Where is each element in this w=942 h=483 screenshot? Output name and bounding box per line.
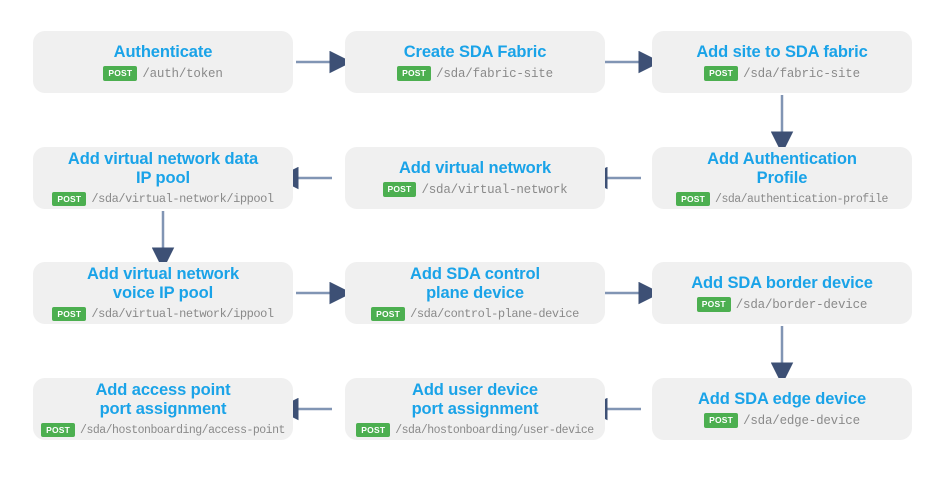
endpoint-path: /sda/edge-device (743, 413, 860, 428)
node-add-sda-control-plane-device[interactable]: Add SDA control plane device POST /sda/c… (345, 262, 605, 324)
http-method-badge: POST (704, 413, 739, 428)
node-title: Add SDA edge device (697, 390, 867, 409)
node-create-sda-fabric[interactable]: Create SDA Fabric POST /sda/fabric-site (345, 31, 605, 93)
http-method-badge: POST (371, 306, 406, 322)
node-add-authentication-profile[interactable]: Add Authentication Profile POST /sda/aut… (652, 147, 912, 209)
endpoint-path: /sda/border-device (735, 297, 868, 312)
node-endpoint: POST /sda/control-plane-device (371, 306, 579, 322)
node-endpoint: POST /sda/edge-device (704, 413, 860, 428)
node-title: Add user device port assignment (411, 380, 539, 418)
node-endpoint: POST /sda/fabric-site (704, 66, 860, 81)
node-add-sda-edge-device[interactable]: Add SDA edge device POST /sda/edge-devic… (652, 378, 912, 440)
http-method-badge: POST (52, 306, 87, 322)
node-add-virtual-network[interactable]: Add virtual network POST /sda/virtual-ne… (345, 147, 605, 209)
node-endpoint: POST /sda/virtual-network/ippool (52, 191, 274, 207)
node-endpoint: POST /sda/authentication-profile (676, 191, 888, 207)
endpoint-path: /sda/virtual-network/ippool (91, 307, 274, 321)
endpoint-path: /sda/fabric-site (436, 66, 553, 81)
node-title: Create SDA Fabric (403, 43, 547, 62)
http-method-badge: POST (676, 191, 711, 207)
node-title: Add access point port assignment (95, 380, 231, 418)
node-add-site-to-sda-fabric[interactable]: Add site to SDA fabric POST /sda/fabric-… (652, 31, 912, 93)
node-endpoint: POST /sda/virtual-network (382, 182, 568, 197)
node-title: Add virtual network data IP pool (67, 149, 259, 187)
node-add-virtual-network-data-ip-pool[interactable]: Add virtual network data IP pool POST /s… (33, 147, 293, 209)
endpoint-path: /sda/control-plane-device (410, 307, 579, 321)
node-title: Authenticate (113, 43, 213, 62)
endpoint-path: /sda/virtual-network/ippool (91, 192, 274, 206)
http-method-badge: POST (356, 422, 391, 438)
node-add-user-device-port-assignment[interactable]: Add user device port assignment POST /sd… (345, 378, 605, 440)
node-endpoint: POST /sda/hostonboarding/access-point (41, 422, 285, 438)
node-add-virtual-network-voice-ip-pool[interactable]: Add virtual network voice IP pool POST /… (33, 262, 293, 324)
node-title: Add SDA control plane device (410, 264, 540, 302)
node-authenticate[interactable]: Authenticate POST /auth/token (33, 31, 293, 93)
node-endpoint: POST /sda/hostonboarding/user-device (356, 422, 594, 438)
endpoint-path: /sda/virtual-network (421, 182, 568, 197)
http-method-badge: POST (704, 66, 739, 81)
node-endpoint: POST /auth/token (103, 66, 223, 81)
node-title: Add site to SDA fabric (696, 43, 868, 62)
http-method-badge: POST (103, 66, 138, 81)
node-endpoint: POST /sda/fabric-site (397, 66, 553, 81)
endpoint-path: /sda/hostonboarding/user-device (395, 423, 594, 437)
node-endpoint: POST /sda/virtual-network/ippool (52, 306, 274, 322)
endpoint-path: /sda/fabric-site (743, 66, 860, 81)
endpoint-path: /sda/authentication-profile (715, 192, 888, 206)
endpoint-path: /sda/hostonboarding/access-point (80, 423, 285, 437)
node-title: Add SDA border device (691, 274, 873, 293)
node-add-access-point-port-assignment[interactable]: Add access point port assignment POST /s… (33, 378, 293, 440)
http-method-badge: POST (397, 66, 432, 81)
endpoint-path: /auth/token (142, 66, 223, 81)
http-method-badge: POST (382, 182, 417, 197)
node-title: Add Authentication Profile (707, 149, 857, 187)
node-title: Add virtual network (398, 159, 552, 178)
http-method-badge: POST (52, 191, 87, 207)
node-add-sda-border-device[interactable]: Add SDA border device POST /sda/border-d… (652, 262, 912, 324)
http-method-badge: POST (696, 297, 731, 312)
http-method-badge: POST (41, 422, 76, 438)
node-title: Add virtual network voice IP pool (86, 264, 240, 302)
node-endpoint: POST /sda/border-device (696, 297, 868, 312)
